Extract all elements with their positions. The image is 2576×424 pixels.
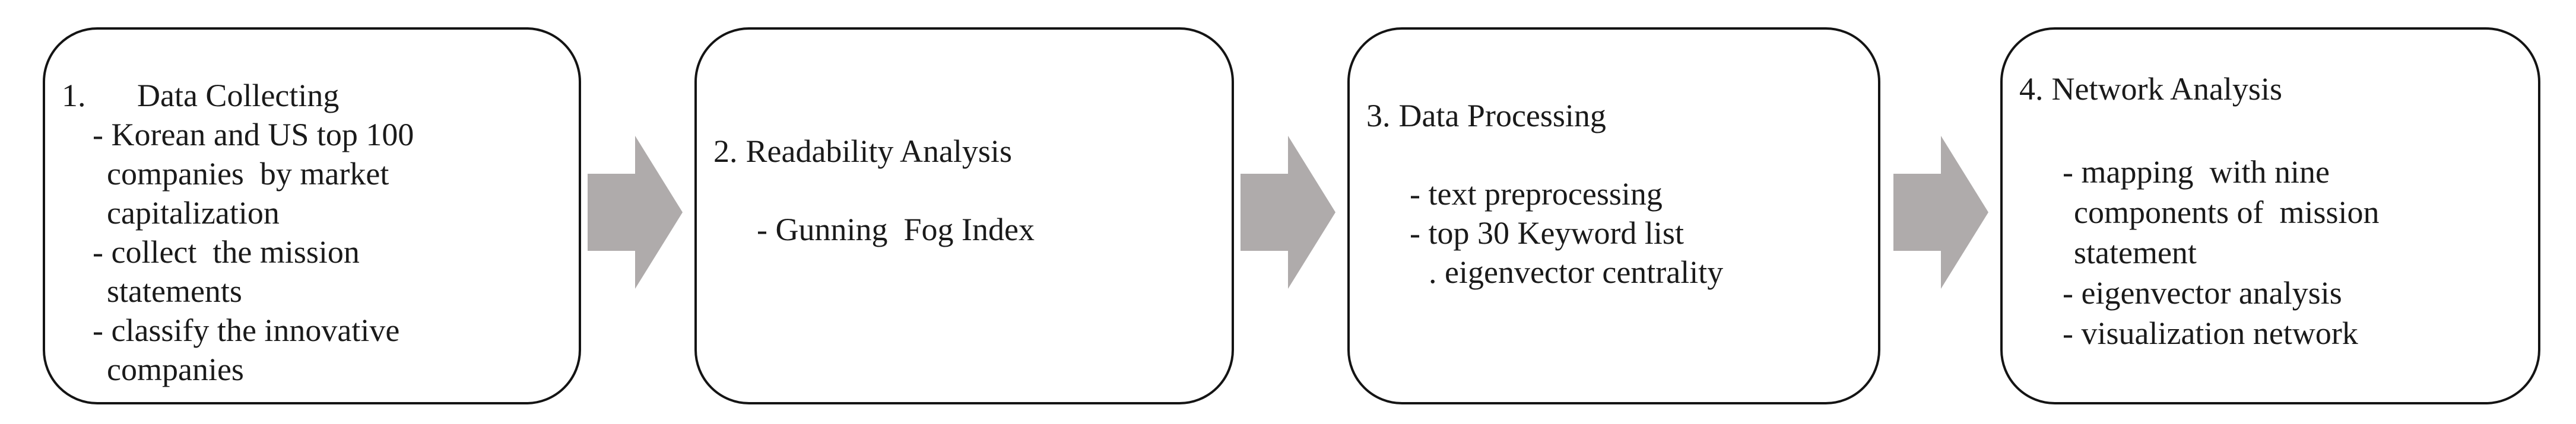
- list-item-continuation: capitalization: [107, 195, 280, 231]
- list-item-continuation: statements: [107, 273, 242, 309]
- right-block-arrow-icon: [1241, 136, 1335, 289]
- step-2-box: 2.Readability Analysis - Gunning Fog Ind…: [694, 27, 1234, 404]
- step-1-box: 1. Data Collecting - Korean and US top 10…: [43, 27, 581, 404]
- right-block-arrow-icon: [588, 136, 683, 289]
- list-item: - collect the mission: [93, 234, 360, 270]
- list-item-continuation: companies: [107, 352, 244, 387]
- step-title-text: Network Analysis: [2051, 71, 2282, 107]
- step-3-title: 3.Data Processing: [1350, 96, 1878, 135]
- list-item: - top 30 Keyword list: [1410, 215, 1684, 251]
- list-item-continuation: companies by market: [107, 156, 389, 192]
- step-1-title: 1. Data Collecting: [45, 76, 579, 115]
- list-item: - Korean and US top 100: [93, 117, 414, 152]
- list-item: - Gunning Fog Index: [757, 212, 1035, 247]
- step-4-box: 4.Network Analysis - mapping with nine c…: [2000, 27, 2540, 404]
- list-item-continuation: statement: [2074, 235, 2197, 270]
- arrow-head: [635, 136, 683, 289]
- step-title-text: Data Collecting: [137, 78, 340, 113]
- list-item: - classify the innovative: [93, 313, 400, 348]
- step-4-title: 4.Network Analysis: [2003, 69, 2538, 109]
- arrow-head: [1941, 136, 1988, 289]
- step-number: 4.: [2019, 71, 2044, 107]
- list-item: - eigenvector analysis: [2063, 275, 2342, 311]
- step-title-text: Data Processing: [1398, 98, 1606, 133]
- arrow-shaft: [1893, 174, 1943, 251]
- step-number: 3.: [1366, 98, 1391, 133]
- step-number: 2.: [713, 133, 738, 169]
- step-title-text: Readability Analysis: [745, 133, 1012, 169]
- step-2-title: 2.Readability Analysis: [697, 132, 1232, 171]
- list-item: . eigenvector centrality: [1429, 254, 1724, 290]
- list-item: - mapping with nine: [2063, 154, 2330, 190]
- list-item-continuation: components of mission: [2074, 195, 2380, 230]
- right-block-arrow-icon: [1893, 136, 1988, 289]
- arrow-shaft: [1241, 174, 1290, 251]
- step-3-box: 3.Data Processing - text preprocessing -…: [1347, 27, 1880, 404]
- list-item: - text preprocessing: [1410, 176, 1663, 212]
- arrow-head: [1288, 136, 1335, 289]
- arrow-shaft: [588, 174, 637, 251]
- list-item: - visualization network: [2063, 315, 2358, 351]
- step-number: 1.: [62, 78, 86, 113]
